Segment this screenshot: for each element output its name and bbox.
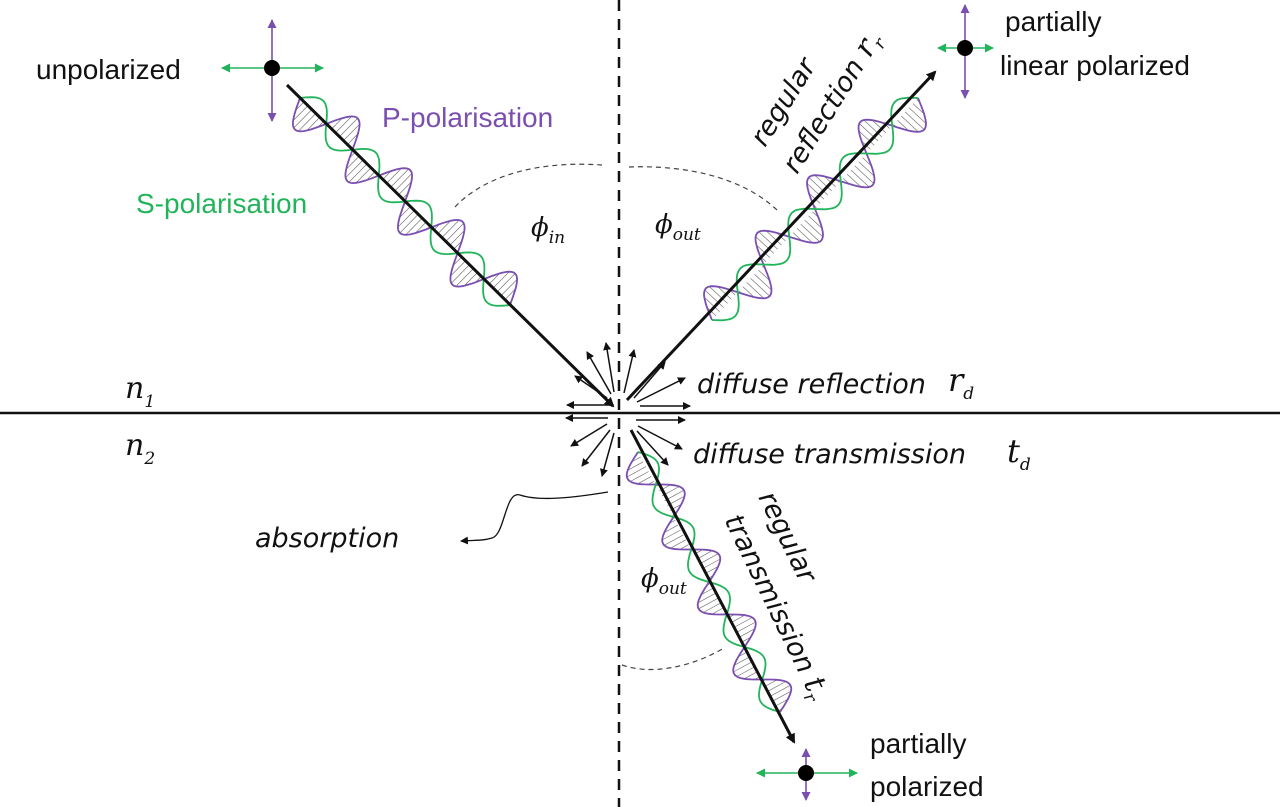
polarization-marker-reflected bbox=[937, 4, 994, 99]
label-partially-linear-2: linear polarized bbox=[1000, 50, 1190, 81]
absorption-arrow bbox=[460, 491, 609, 545]
label-p-polarisation: P-polarisation bbox=[382, 102, 553, 133]
polarization-marker-unpolarized bbox=[221, 19, 324, 122]
label-partially-linear-1: partially bbox=[1005, 6, 1101, 37]
s-polarisation-wave bbox=[711, 96, 919, 322]
symbol-r-d: rd bbox=[948, 361, 974, 404]
label-unpolarized: unpolarized bbox=[36, 54, 181, 85]
reflected-wave bbox=[703, 96, 927, 322]
transmitted-ray bbox=[629, 429, 796, 744]
diffuse-arrows bbox=[565, 342, 691, 477]
symbol-phi-out-transmitted: ϕout bbox=[641, 564, 687, 599]
symbol-n1: n1 bbox=[125, 371, 155, 412]
label-s-polarisation: S-polarisation bbox=[136, 188, 307, 219]
label-partially-polarized-1: partially bbox=[870, 728, 966, 759]
label-diffuse-reflection: diffuse reflection bbox=[697, 369, 926, 400]
angle-arc-out-reflected bbox=[628, 166, 778, 211]
label-diffuse-transmission: diffuse transmission bbox=[693, 439, 966, 470]
symbol-n2: n2 bbox=[125, 428, 155, 469]
wave-hatching bbox=[292, 101, 518, 304]
label-partially-polarized-2: polarized bbox=[870, 771, 984, 802]
reflected-ray bbox=[625, 70, 937, 402]
angle-arc-out-transmitted bbox=[621, 647, 725, 671]
incident-ray bbox=[285, 83, 615, 408]
symbol-t-d: td bbox=[1007, 432, 1031, 475]
wave-hatching bbox=[704, 99, 927, 317]
symbol-phi-in: ϕin bbox=[531, 213, 565, 248]
polarization-marker-transmitted bbox=[756, 748, 858, 801]
wave-hatching bbox=[626, 456, 792, 711]
symbol-phi-out-reflected: ϕout bbox=[655, 210, 701, 245]
label-absorption: absorption bbox=[255, 523, 399, 554]
angle-arc-in bbox=[454, 163, 603, 208]
